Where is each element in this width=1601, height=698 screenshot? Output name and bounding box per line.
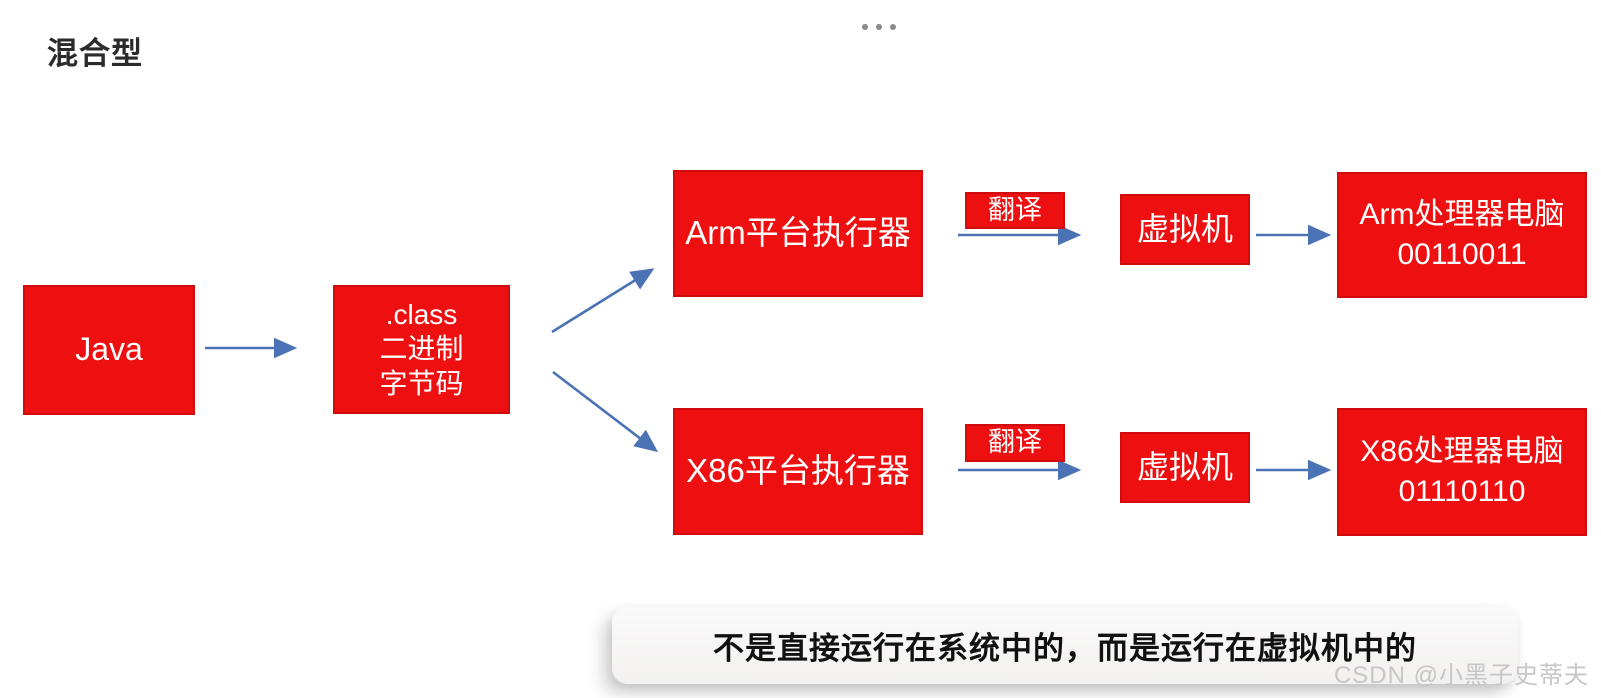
- node-x86-executor: X86平台执行器: [673, 408, 923, 535]
- node-arm-computer: Arm处理器电脑 00110011: [1337, 172, 1587, 298]
- node-translate-arm-label: 翻译: [988, 194, 1042, 225]
- node-vm-x86: 虚拟机: [1120, 432, 1250, 503]
- node-class-line2: 二进制: [379, 333, 464, 365]
- node-vm-arm: 虚拟机: [1120, 194, 1250, 265]
- node-class-line3: 字节码: [379, 367, 464, 399]
- node-class-bytecode: .class 二进制 字节码: [333, 285, 510, 414]
- arrow-class-to-arm: [551, 268, 655, 334]
- node-translate-x86: 翻译: [965, 424, 1065, 462]
- dot-icon: [890, 24, 896, 30]
- node-vm-x86-label: 虚拟机: [1136, 448, 1233, 485]
- node-java: Java: [23, 285, 195, 415]
- page-title: 混合型: [47, 36, 143, 71]
- node-arm-computer-line2: 00110011: [1397, 238, 1527, 271]
- node-arm-executor: Arm平台执行器: [673, 170, 923, 297]
- node-x86-computer-line1: X86处理器电脑: [1360, 434, 1564, 468]
- more-options-icon[interactable]: [862, 24, 896, 30]
- node-arm-computer-line1: Arm处理器电脑: [1359, 197, 1565, 231]
- caption-text: 不是直接运行在系统中的，而是运行在虚拟机中的: [713, 630, 1417, 666]
- node-x86-computer: X86处理器电脑 01110110: [1337, 408, 1587, 536]
- node-java-label: Java: [75, 331, 143, 368]
- node-translate-arm: 翻译: [965, 192, 1065, 229]
- caption-bar: 不是直接运行在系统中的，而是运行在虚拟机中的: [612, 606, 1518, 684]
- node-vm-arm-label: 虚拟机: [1136, 210, 1233, 247]
- arrow-class-to-x86: [552, 370, 659, 453]
- node-arm-executor-label: Arm平台执行器: [685, 214, 911, 252]
- dot-icon: [862, 24, 868, 30]
- node-x86-computer-line2: 01110110: [1398, 475, 1526, 508]
- watermark: CSDN @小黑子史蒂夫: [1333, 662, 1589, 689]
- node-class-line1: .class: [385, 299, 458, 331]
- node-x86-executor-label: X86平台执行器: [686, 452, 910, 490]
- dot-icon: [876, 24, 882, 30]
- node-translate-x86-label: 翻译: [988, 427, 1042, 458]
